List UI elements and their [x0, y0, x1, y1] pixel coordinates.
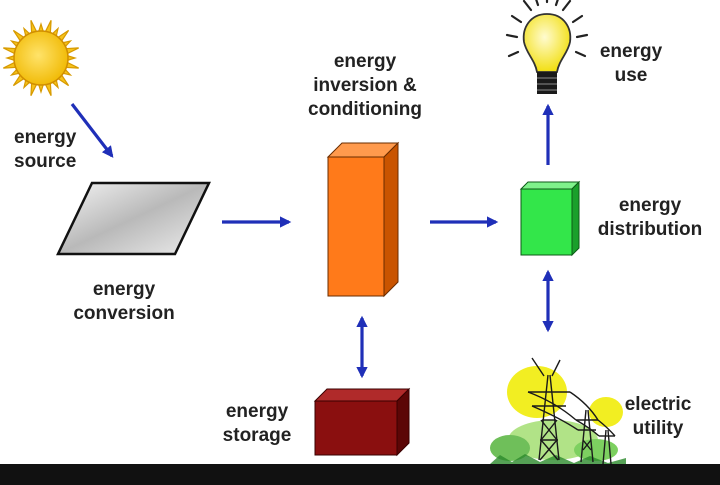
label-energy-distribution: energy distribution — [597, 195, 703, 240]
label-energy-inversion: energy inversion & conditioning — [308, 51, 422, 120]
light-bulb-icon — [505, 0, 589, 94]
label-electric-utility: electric utility — [624, 394, 692, 439]
distribution-box-icon — [519, 180, 581, 257]
label-energy-source: energy source — [14, 127, 77, 172]
battery-box-icon — [313, 387, 411, 457]
label-energy-conversion: energy conversion — [73, 279, 175, 324]
power-tower-icon — [490, 357, 626, 470]
label-energy-use: energy use — [599, 41, 663, 86]
arrow-source-to-conversion — [70, 103, 114, 158]
sun-icon — [3, 20, 79, 96]
solar-panel-icon — [56, 181, 211, 256]
label-energy-storage: energy storage — [222, 401, 292, 446]
arrows — [70, 103, 554, 379]
bottom-bar — [0, 464, 720, 485]
inverter-box-icon — [326, 141, 400, 298]
